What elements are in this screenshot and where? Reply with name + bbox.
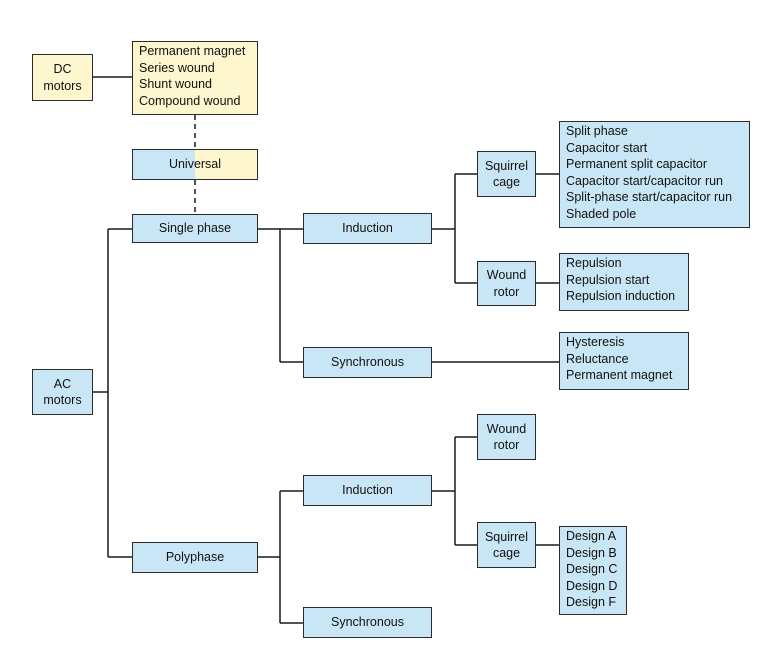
ac-motors-label-1: AC [53, 376, 72, 391]
dc-motors-label-2: motors [43, 78, 82, 93]
pp-wound-label-1: Wound [486, 421, 527, 436]
list-item: Repulsion [566, 256, 622, 270]
list-item: Reluctance [566, 351, 629, 366]
single-phase-label: Single phase [158, 221, 232, 236]
pp-squirrel-cage-node: Squirrel cage [477, 522, 536, 568]
list-item: Split-phase start/capacitor run [566, 190, 733, 204]
list-item: Repulsion induction [566, 289, 676, 303]
sp-squirrel-cage-node: Squirrel cage [477, 151, 536, 197]
pp-wound-label-2: rotor [493, 438, 520, 452]
list-item: Design B [566, 545, 617, 560]
polyphase-node: Polyphase [132, 542, 258, 573]
ac-motors-node: AC motors [32, 369, 93, 415]
sp-squirrel-cage-types: Split phase Capacitor start Permanent sp… [559, 121, 750, 228]
list-item: Permanent magnet [139, 44, 246, 58]
dc-motor-types: Permanent magnet Series wound Shunt woun… [132, 41, 258, 115]
list-item: Design A [566, 529, 617, 543]
dc-motors-node: DC motors [32, 54, 93, 101]
list-item: Permanent split capacitor [566, 157, 708, 171]
dc-motors-label-1: DC [53, 62, 72, 76]
list-item: Design C [566, 562, 618, 576]
pp-induction-node: Induction [303, 475, 432, 506]
universal-node: Universal [132, 149, 258, 180]
pp-synchronous-node: Synchronous [303, 607, 432, 638]
universal-label: Universal [168, 157, 222, 172]
list-item: Hysteresis [566, 335, 625, 349]
sp-squirrel-label-1: Squirrel [484, 158, 529, 173]
polyphase-label: Polyphase [165, 550, 225, 565]
sp-wound-label-2: rotor [493, 284, 520, 299]
list-item: Split phase [566, 124, 628, 138]
pp-synchronous-label: Synchronous [331, 615, 404, 630]
list-item: Design F [566, 595, 617, 609]
sp-induction-node: Induction [303, 213, 432, 244]
sp-wound-rotor-node: Wound rotor [477, 261, 536, 306]
sp-wound-label-1: Wound [486, 268, 527, 282]
list-item: Design D [566, 578, 618, 593]
list-item: Series wound [139, 60, 215, 75]
ac-motors-label-2: motors [43, 393, 82, 407]
pp-squirrel-cage-types: Design A Design B Design C Design D Desi… [559, 526, 627, 615]
list-item: Capacitor start/capacitor run [566, 173, 724, 188]
pp-squirrel-label-1: Squirrel [484, 529, 529, 544]
list-item: Compound wound [139, 93, 241, 108]
sp-synchronous-label: Synchronous [331, 355, 404, 370]
list-item: Capacitor start [566, 140, 648, 155]
sp-synchronous-types: Hysteresis Reluctance Permanent magnet [559, 332, 689, 390]
list-item: Repulsion start [566, 272, 650, 287]
pp-wound-rotor-node: Wound rotor [477, 414, 536, 460]
sp-wound-rotor-types: Repulsion Repulsion start Repulsion indu… [559, 253, 689, 311]
list-item: Shaded pole [566, 206, 637, 221]
pp-induction-label: Induction [342, 483, 393, 498]
list-item: Permanent magnet [566, 368, 673, 382]
sp-induction-label: Induction [342, 221, 393, 236]
list-item: Shunt wound [139, 77, 212, 91]
sp-squirrel-label-2: cage [492, 175, 521, 189]
single-phase-node: Single phase [132, 214, 258, 243]
pp-squirrel-label-2: cage [492, 546, 521, 560]
sp-synchronous-node: Synchronous [303, 347, 432, 378]
